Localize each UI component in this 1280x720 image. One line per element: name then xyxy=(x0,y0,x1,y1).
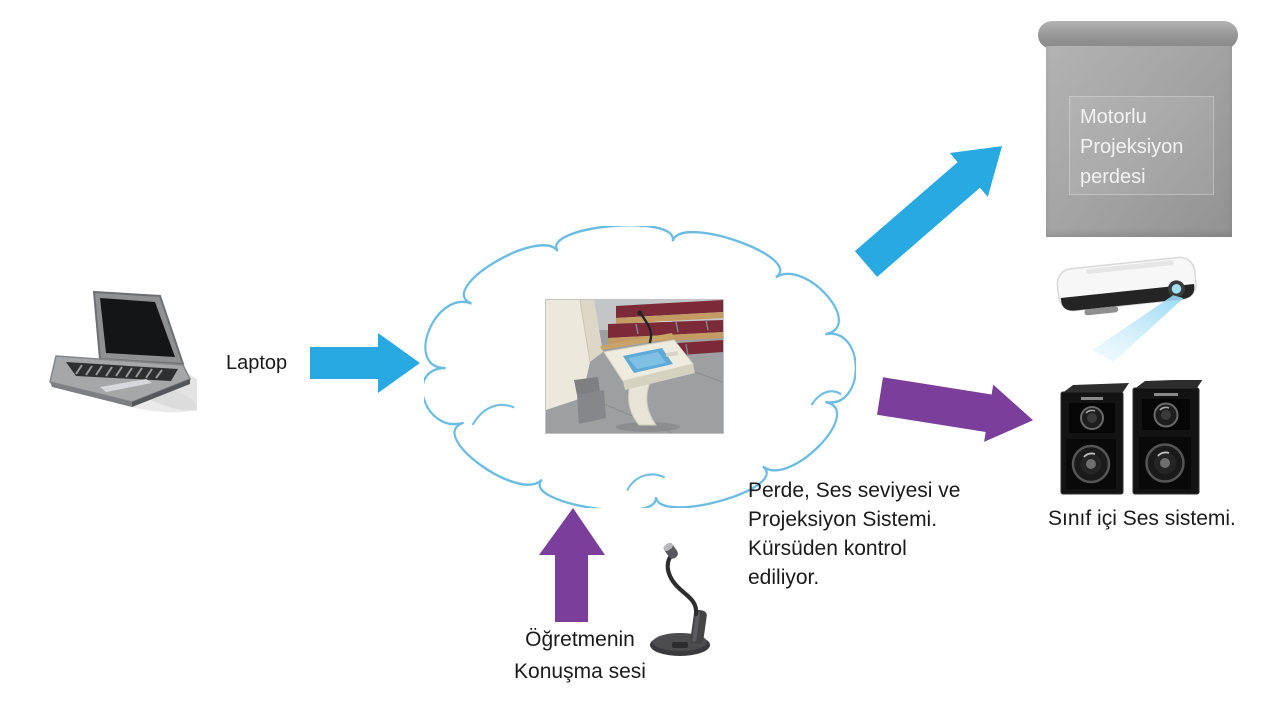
projection-screen-roller xyxy=(1038,21,1238,49)
arrow-cloud-to-screen xyxy=(854,146,1003,277)
speakers-icon xyxy=(1060,380,1203,495)
projection-screen-label: Motorlu Projeksiyon perdesi xyxy=(1080,106,1184,188)
laptop-icon xyxy=(49,290,197,413)
microphone-icon xyxy=(650,542,710,656)
projection-screen-icon: Motorlu Projeksiyon perdesi xyxy=(1046,46,1232,237)
arrow-cloud-to-speakers xyxy=(877,377,1034,442)
projection-screen-text-panel: Motorlu Projeksiyon perdesi xyxy=(1069,96,1214,195)
arrow-mic-to-cloud xyxy=(539,508,605,622)
projector-icon xyxy=(1056,256,1197,362)
microphone-label: Öğretmenin Konuşma sesi xyxy=(514,628,646,683)
lectern-photo xyxy=(545,299,724,434)
speaker-left xyxy=(1060,383,1129,495)
arrow-laptop-to-cloud xyxy=(310,333,420,393)
speakers-label: Sınıf içi Ses sistemi. xyxy=(1048,507,1236,530)
control-note: Perde, Ses seviyesi ve Projeksiyon Siste… xyxy=(748,479,961,589)
laptop-label: Laptop xyxy=(226,352,288,374)
speaker-right xyxy=(1132,380,1203,495)
cloud-flourish-arcs xyxy=(471,390,842,492)
